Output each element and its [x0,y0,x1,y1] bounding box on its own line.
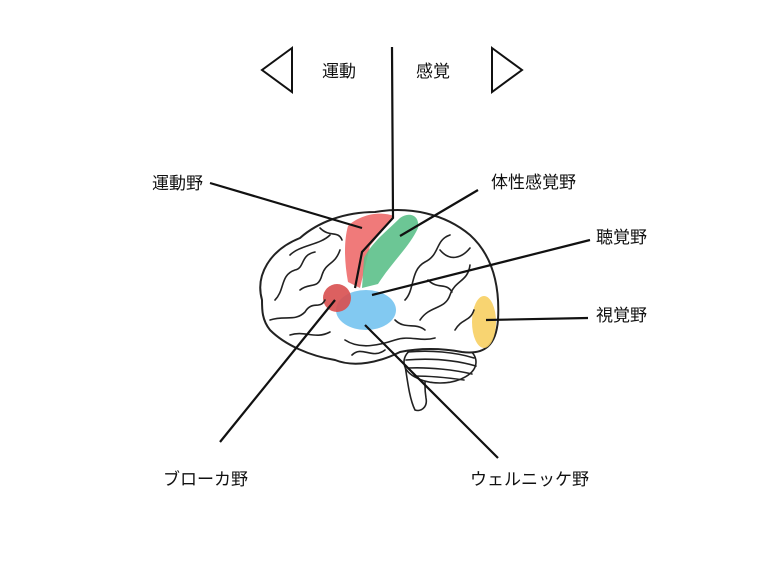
broca-leader [219,299,336,443]
somatosensory-area-label: 体性感覚野 [491,173,576,193]
left-arrow-icon [260,46,293,94]
broca-area-label: ブローカ野 [163,469,248,490]
somatosensory-leader [399,189,479,237]
motor-area-leader [209,181,363,230]
auditory-leader [371,238,591,297]
broca-area-region [323,284,351,312]
visual-area-label: 視覚野 [596,306,647,326]
wernicke-area-label: ウェルニッケ野 [470,470,589,490]
motor-area-region [345,213,394,288]
auditory-area-label: 聴覚野 [596,228,647,248]
wernicke-leader [364,324,499,459]
motor-direction-label: 運動 [322,62,356,82]
cerebellum-folds [405,350,477,381]
cerebrum-outline [259,209,500,365]
central-sulcus-line [353,46,395,289]
sensory-direction-label: 感覚 [416,62,450,82]
auditory-area-region [336,290,396,330]
visual-leader [485,316,589,322]
motor-area-label: 運動野 [152,174,203,194]
visual-area-region [472,296,496,348]
right-arrow-icon [491,46,524,94]
gyri [269,227,475,356]
brain-illustration [259,209,500,412]
